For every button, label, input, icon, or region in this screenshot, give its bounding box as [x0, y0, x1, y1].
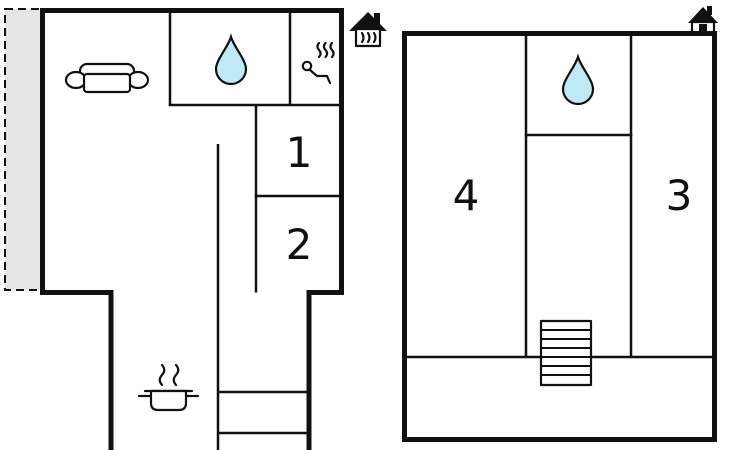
room-label-2: 2 — [286, 220, 313, 269]
sauna-icon — [301, 41, 335, 85]
ground-floor-plan: 1 2 — [4, 8, 344, 450]
ground-floor-inner-walls — [168, 10, 342, 293]
ground-floor-outline — [40, 8, 344, 450]
house-icon — [688, 6, 718, 36]
sofa-icon — [64, 62, 150, 94]
ladder-stairs-icon — [216, 144, 309, 450]
upper-floor-plan: 4 3 — [402, 31, 717, 442]
stairs-icon — [539, 319, 593, 387]
cooking-pot-icon — [137, 363, 200, 412]
house-heating-icon — [349, 12, 387, 48]
room-label-3: 3 — [666, 171, 693, 220]
water-drop-icon — [561, 53, 595, 106]
water-drop-icon — [214, 33, 248, 86]
room-label-1: 1 — [286, 128, 313, 177]
terrace-dashed-area — [4, 8, 44, 291]
room-label-4: 4 — [453, 171, 480, 220]
